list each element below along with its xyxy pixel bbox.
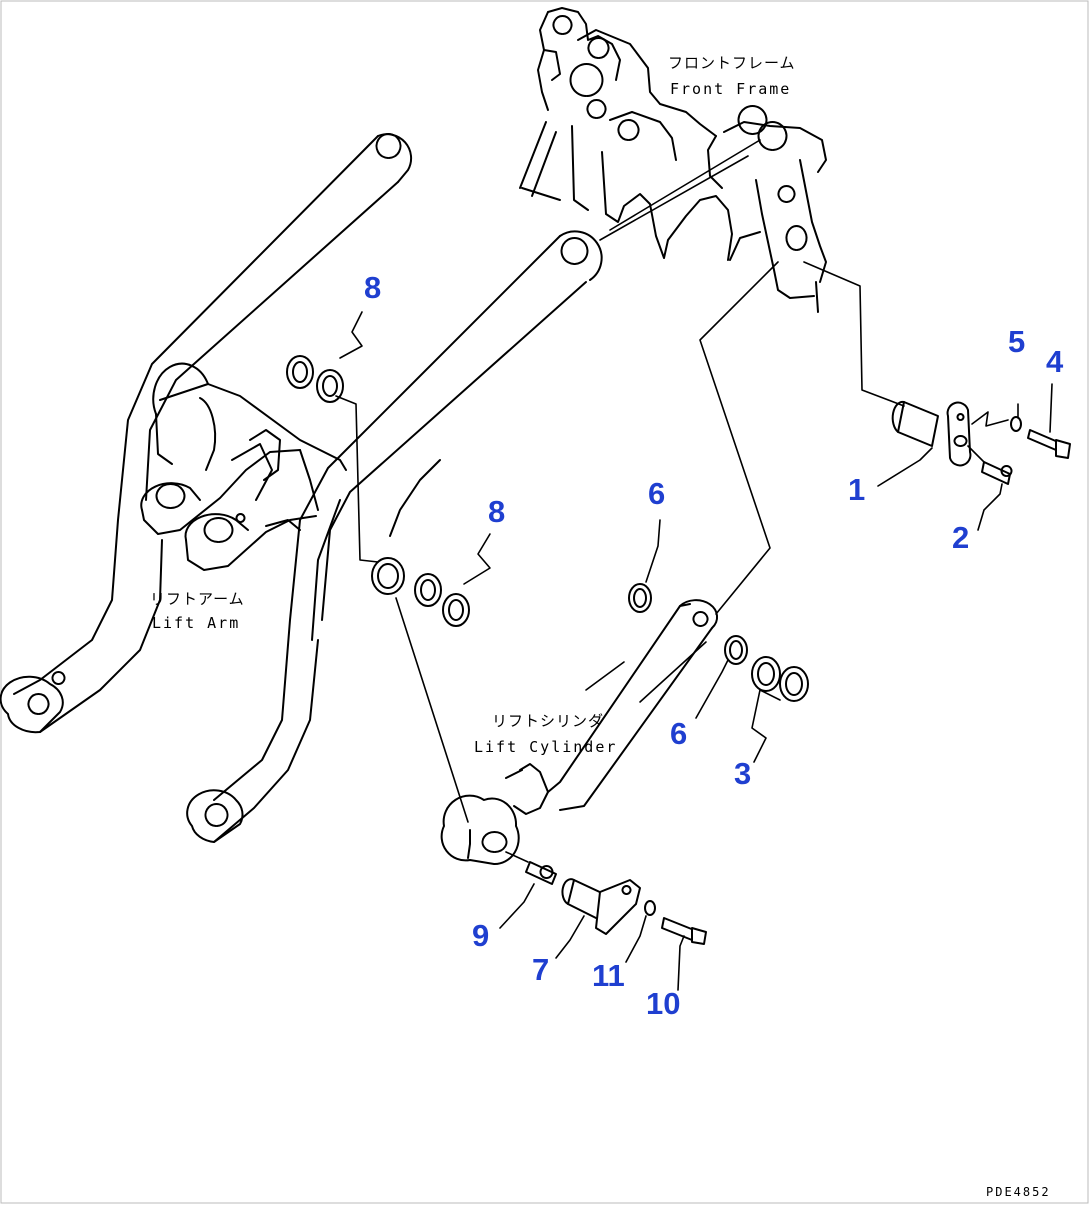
front-frame-label-jp: フロントフレーム — [668, 54, 796, 72]
callout-6-lower: 6 — [670, 716, 687, 751]
callout-7: 7 — [532, 952, 549, 987]
part-5-washer — [1010, 416, 1022, 432]
front-frame-label-en: Front Frame — [670, 80, 791, 98]
callout-6-upper: 6 — [648, 476, 665, 511]
callout-10: 10 — [646, 986, 680, 1021]
lift-cylinder-label-jp: リフトシリンダ — [492, 712, 604, 730]
part-6-seal-lower — [724, 635, 748, 665]
front-frame — [519, 7, 827, 313]
part-10-bolt — [661, 917, 707, 945]
lift-arm-label-jp: リフトアーム — [150, 590, 245, 608]
callout-3: 3 — [734, 756, 751, 791]
callout-8-lower: 8 — [488, 494, 505, 529]
callout-2: 2 — [952, 520, 969, 555]
arm-bushing — [371, 557, 405, 595]
part-4-bolt — [1027, 429, 1071, 459]
part-8-shims-lower — [414, 573, 470, 627]
part-2-grease-fitting — [981, 461, 1013, 485]
part-11-washer — [644, 900, 656, 916]
part-1-pin — [891, 400, 972, 467]
drawing-code: PDE4852 — [986, 1185, 1051, 1199]
callout-8-upper: 8 — [364, 270, 381, 305]
assembly-lines — [335, 139, 1009, 863]
part-8-shims-upper — [286, 355, 344, 403]
part-9-grease-fitting — [525, 861, 557, 885]
part-7-pin — [561, 878, 641, 935]
part-6-seal-upper — [628, 583, 652, 613]
callout-5: 5 — [1008, 324, 1025, 359]
leader-lines — [339, 311, 1053, 991]
callout-4: 4 — [1046, 344, 1064, 379]
callout-9: 9 — [472, 918, 489, 953]
lift-arm-label-en: Lift Arm — [152, 614, 240, 632]
part-3-shims — [751, 656, 809, 702]
lift-cylinder — [440, 599, 719, 866]
lift-cylinder-label-en: Lift Cylinder — [474, 738, 617, 756]
callout-1: 1 — [848, 472, 865, 507]
lift-arm — [0, 133, 603, 843]
callout-11: 11 — [592, 958, 625, 993]
